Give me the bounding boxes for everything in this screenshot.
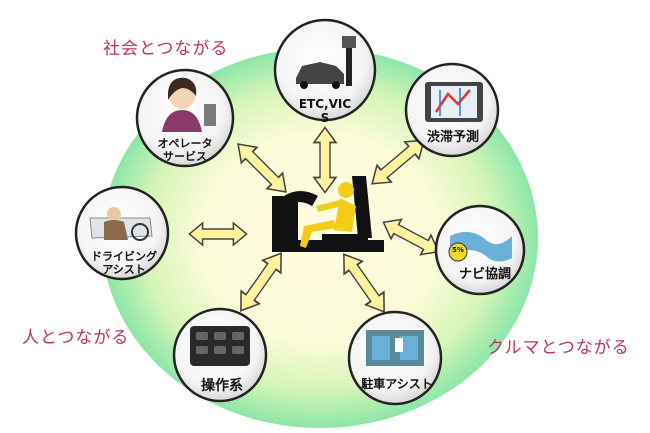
node-traffic [404, 62, 500, 158]
node-etc [273, 18, 377, 122]
label-traffic-line1: 渋滞予測 [426, 130, 479, 145]
label-traffic: 渋滞予測 [418, 130, 488, 146]
label-controls-line1: 操作系 [201, 378, 243, 394]
label-parking-line1: 駐車アシスト [361, 377, 433, 391]
arrow-traffic [371, 139, 425, 185]
label-driving-line2: アシスト [102, 262, 146, 276]
arrow-navi [382, 218, 440, 256]
label-operator: オペレータ サービス [145, 137, 225, 163]
label-operator-line1: オペレータ [157, 137, 213, 150]
arrow-etc [312, 126, 338, 194]
label-etc-line1: ETC,VIC [298, 97, 352, 111]
label-etc-line2: S [320, 110, 330, 125]
navi-badge: 5% [452, 246, 464, 254]
arrow-parking [343, 253, 385, 313]
label-controls: 操作系 [190, 378, 254, 394]
node-operator [135, 68, 235, 168]
caption-people: 人とつながる [22, 328, 130, 348]
arrows-group [188, 126, 440, 313]
label-driving-line1: ドライビング [91, 250, 157, 263]
label-etc: ETC,VIC S [285, 97, 365, 126]
node-controls [172, 307, 268, 403]
arrow-controls [240, 252, 282, 312]
node-driving [74, 185, 170, 281]
arrow-operator [237, 143, 287, 193]
arrow-driving [188, 221, 248, 247]
label-operator-line2: サービス [163, 149, 207, 163]
node-navi [434, 204, 526, 296]
node-parking [347, 310, 443, 406]
label-navi-line1: ナビ協調 [458, 267, 511, 282]
label-navi: ナビ協調 [450, 267, 520, 283]
caption-society: 社会とつながる [103, 39, 229, 59]
caption-car: クルマとつながる [487, 338, 630, 358]
label-driving: ドライビング アシスト [82, 250, 166, 276]
driver-center-icon [272, 176, 384, 252]
label-parking: 駐車アシスト [355, 377, 439, 392]
